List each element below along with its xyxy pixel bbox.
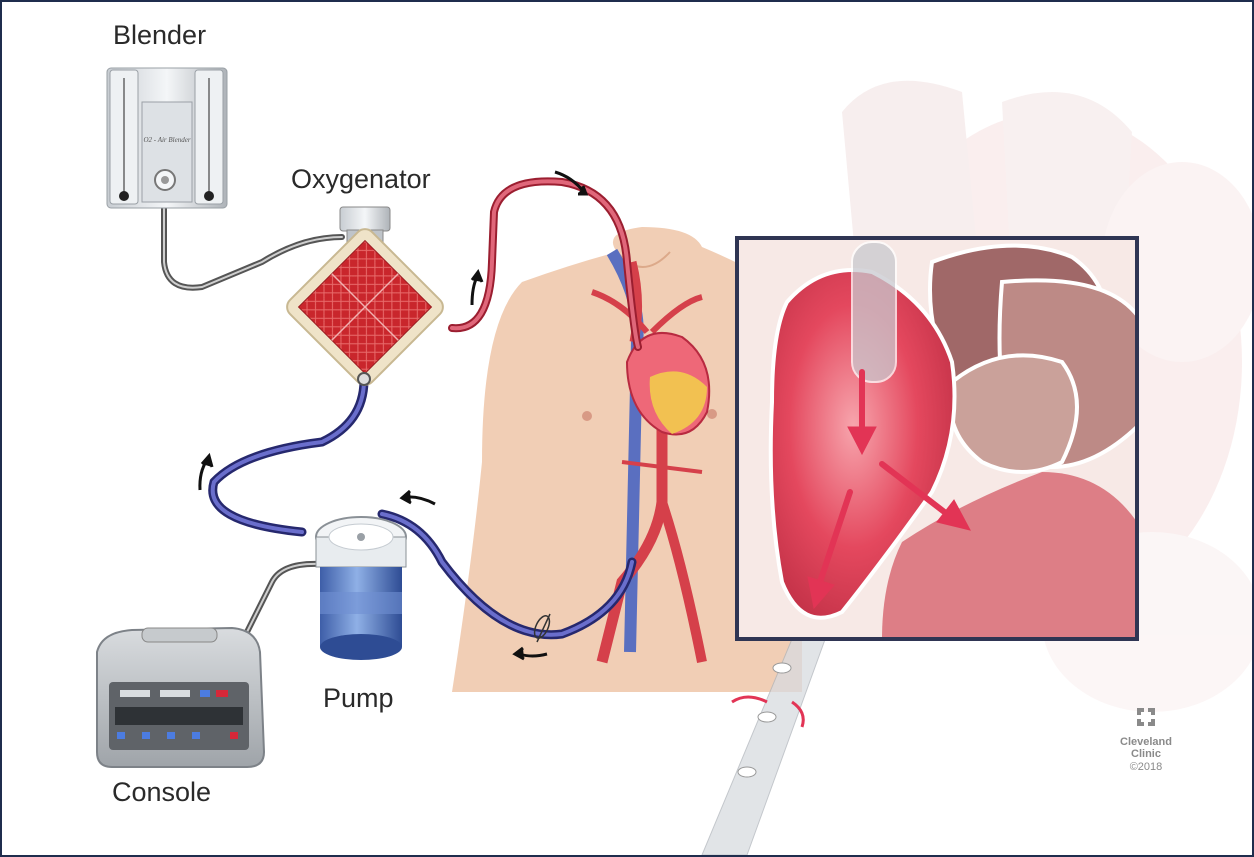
blender-face-text: O2 - Air Blender — [143, 136, 190, 144]
pump-label: Pump — [323, 683, 394, 714]
cleveland-clinic-watermark: Cleveland Clinic ©2018 — [1106, 706, 1186, 774]
oxygenator-label: Oxygenator — [291, 164, 431, 195]
oxygenator-device — [283, 207, 447, 389]
blender-label: Blender — [113, 20, 206, 51]
console-device — [97, 628, 264, 767]
cleveland-clinic-logo-icon — [1135, 706, 1157, 728]
brand-name-line2: Clinic — [1106, 748, 1186, 760]
pump-device — [316, 517, 406, 660]
brand-name-line1: Cleveland — [1106, 736, 1186, 748]
heart-inset — [737, 238, 1142, 639]
console-label: Console — [112, 777, 211, 808]
brand-copyright: ©2018 — [1106, 760, 1186, 774]
